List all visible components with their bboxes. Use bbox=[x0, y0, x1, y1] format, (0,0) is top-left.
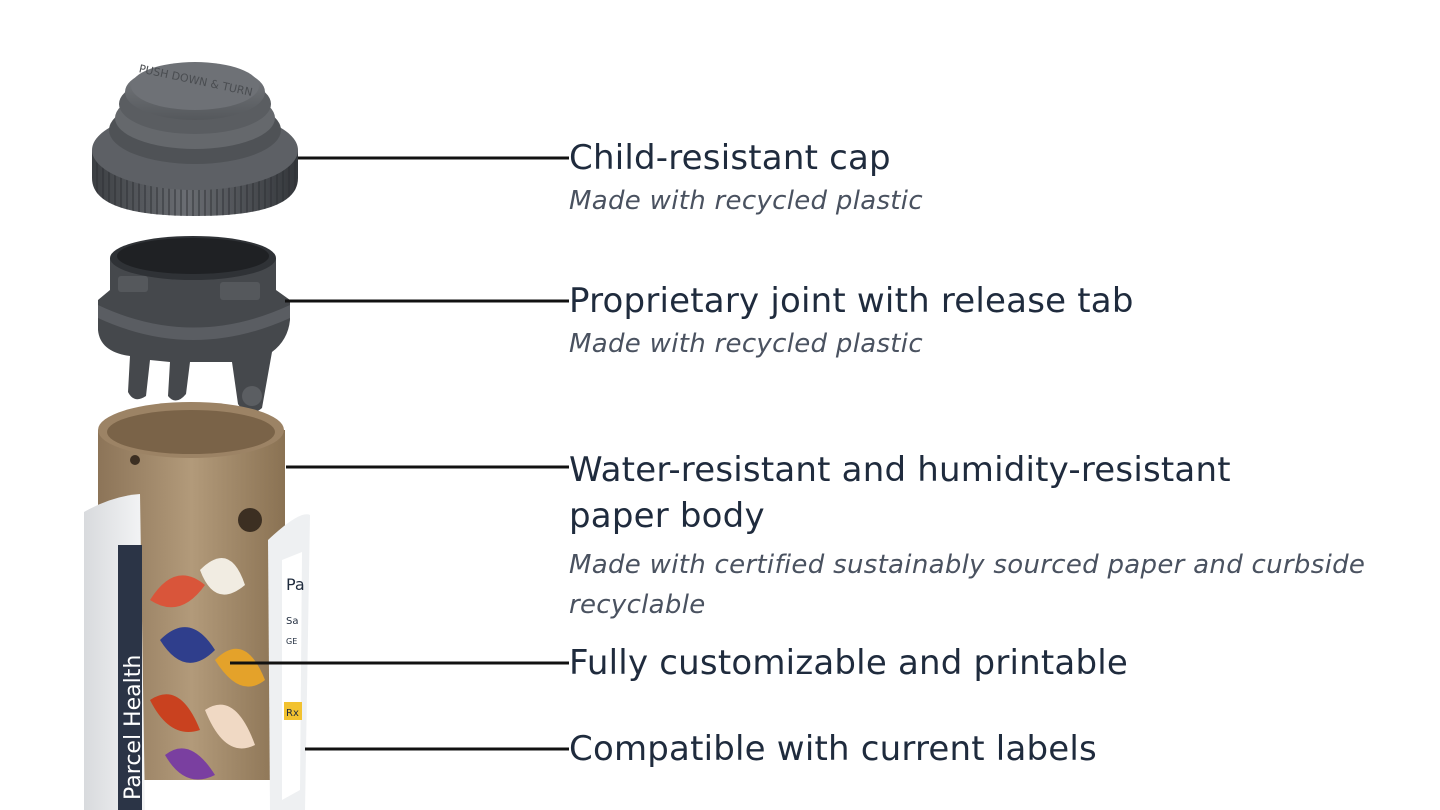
child-resistant-cap: PUSH DOWN & TURN bbox=[92, 62, 298, 216]
label-fragment-3: Rx bbox=[286, 708, 299, 719]
feature-title: Compatible with current labels bbox=[569, 729, 1097, 769]
label-brand-text: Parcel Health bbox=[121, 655, 146, 800]
feature-note-line1: Made with certified sustainably sourced … bbox=[569, 550, 1366, 580]
label-fragment-0: Pa bbox=[286, 575, 305, 594]
callout-labels: Compatible with current labels bbox=[569, 726, 1097, 772]
paper-body bbox=[98, 402, 285, 780]
feature-title: Child-resistant cap bbox=[569, 138, 891, 178]
leader-lines bbox=[230, 156, 569, 751]
feature-title-line2: paper body bbox=[569, 496, 765, 536]
feature-title: Proprietary joint with release tab bbox=[569, 281, 1134, 321]
label-wrap-left: Parcel Health bbox=[84, 494, 146, 810]
callout-joint: Proprietary joint with release tab Made … bbox=[569, 278, 1134, 364]
feature-note: Made with recycled plastic bbox=[569, 329, 923, 359]
printed-pattern bbox=[150, 558, 265, 780]
proprietary-joint bbox=[98, 236, 290, 414]
feature-note: Made with recycled plastic bbox=[569, 186, 923, 216]
callout-cap: Child-resistant cap Made with recycled p… bbox=[569, 135, 923, 221]
callout-print: Fully customizable and printable bbox=[569, 640, 1128, 686]
feature-title: Fully customizable and printable bbox=[569, 643, 1128, 683]
callout-body: Water-resistant and humidity-resistant p… bbox=[569, 447, 1365, 625]
label-fragment-2: GE bbox=[286, 637, 297, 646]
label-fragment-1: Sa bbox=[286, 616, 298, 627]
feature-note-line2: recyclable bbox=[569, 590, 706, 620]
feature-title-line1: Water-resistant and humidity-resistant bbox=[569, 450, 1231, 490]
